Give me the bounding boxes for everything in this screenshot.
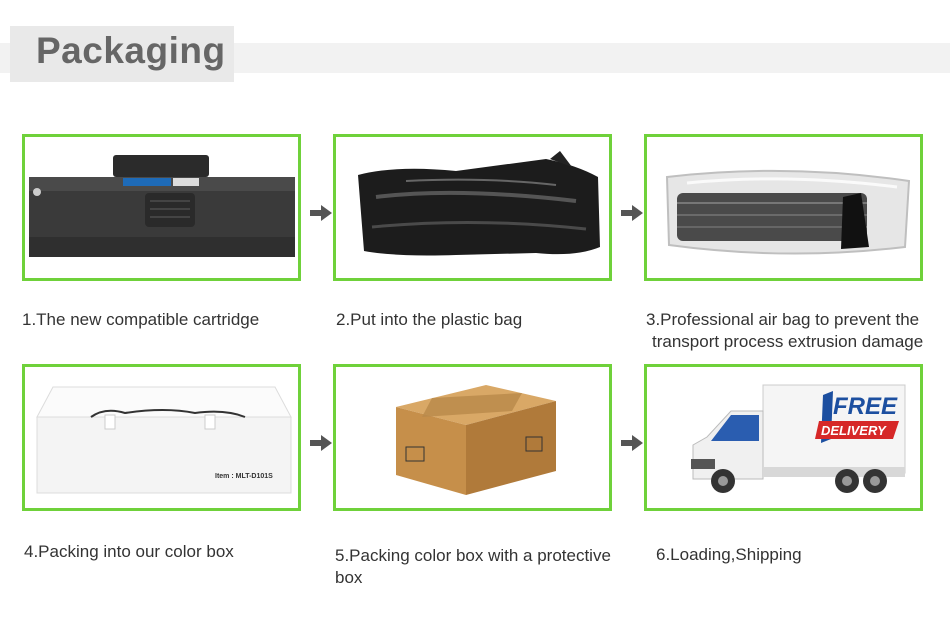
step-5-frame xyxy=(333,364,612,511)
plastic-bag-image xyxy=(336,137,609,278)
step-3-caption-line2: transport process extrusion damage xyxy=(652,332,924,351)
step-5-caption-line1: 5.Packing color box with a protective xyxy=(335,546,611,565)
truck-free-text: FREE xyxy=(833,393,898,420)
step-2-caption: 2.Put into the plastic bag xyxy=(336,310,523,329)
arrow-right-icon xyxy=(310,205,332,221)
step-2-frame xyxy=(333,134,612,281)
header-title-box xyxy=(10,26,234,82)
step-6-frame: FREE DELIVERY xyxy=(644,364,923,511)
truck-delivery-text: DELIVERY xyxy=(821,423,886,438)
arrow-right-icon xyxy=(310,435,332,451)
page-title: Packaging xyxy=(36,30,226,71)
arrow-right-icon xyxy=(621,435,643,451)
arrow-right-icon xyxy=(621,205,643,221)
step-1-frame xyxy=(22,134,301,281)
step-6-caption: 6.Loading,Shipping xyxy=(656,545,802,564)
step-4-caption: 4.Packing into our color box xyxy=(24,542,234,561)
step-4-frame: Item : MLT-D101S xyxy=(22,364,301,511)
box-item-label: Item : MLT-D101S xyxy=(215,473,273,480)
color-box-image xyxy=(25,367,298,508)
cardboard-box-image xyxy=(336,367,609,508)
toner-cartridge-image xyxy=(25,137,298,278)
step-1-caption: 1.The new compatible cartridge xyxy=(22,310,260,329)
air-bag-image xyxy=(647,137,920,278)
step-3-frame xyxy=(644,134,923,281)
step-3-caption-line1: 3.Professional air bag to prevent the xyxy=(646,310,920,329)
step-5-caption-line2: box xyxy=(335,568,363,587)
delivery-truck-image xyxy=(647,367,920,508)
